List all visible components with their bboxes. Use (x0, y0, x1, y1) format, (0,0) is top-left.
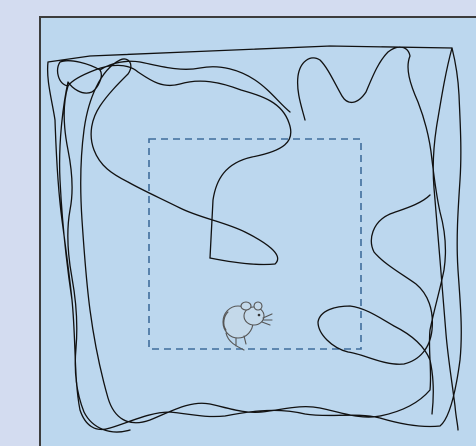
open-field-figure (0, 0, 476, 446)
